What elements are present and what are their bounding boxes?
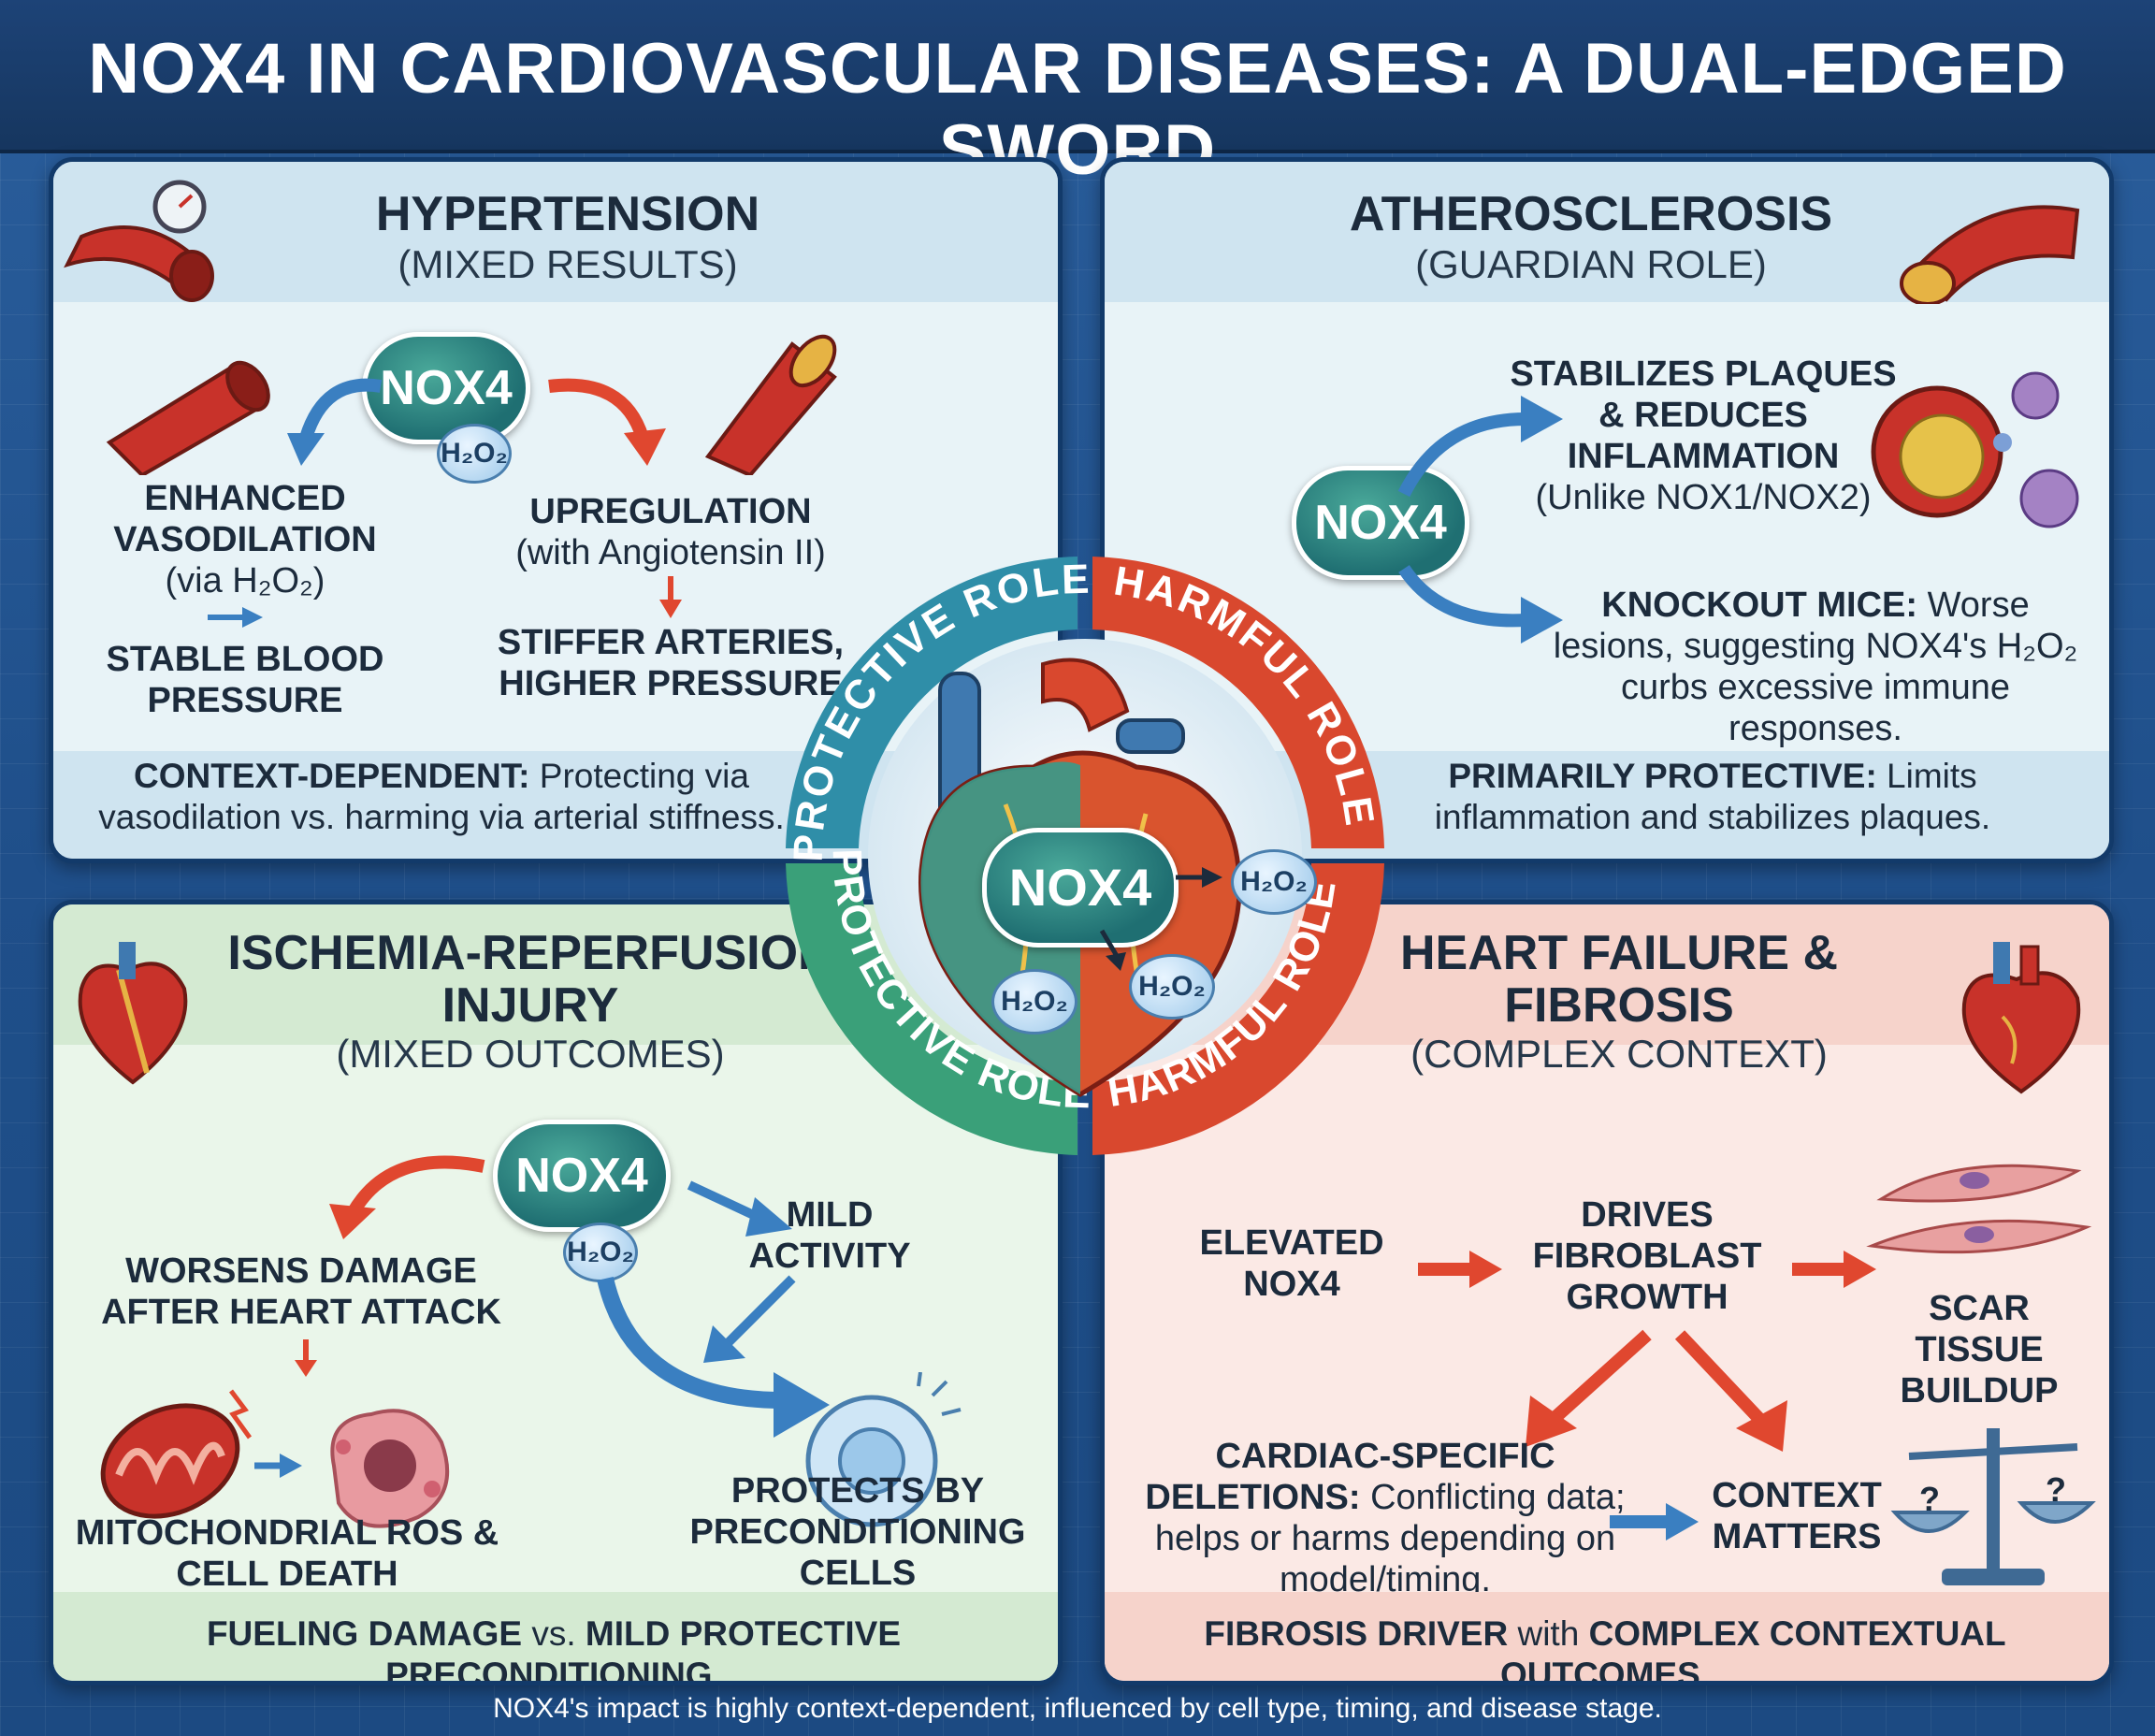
arrow-to-context: [1674, 1330, 1787, 1452]
dying-cell-icon: [330, 1409, 450, 1528]
stiffer-arteries-label: STIFFER ARTERIES, HIGHER PRESSURE: [497, 623, 845, 703]
center-h2o2-bubble: H₂O₂: [1231, 849, 1317, 915]
center-arrow-down: [1099, 929, 1126, 971]
immune-cells-icon: [1871, 371, 2079, 528]
center-nox4-badge: NOX4: [982, 828, 1179, 948]
plaque-artery-icon: [1900, 205, 2080, 304]
mitochondria-icon: [100, 1389, 253, 1519]
angiotensin-note: (with Angiotensin II): [515, 533, 826, 572]
footer-text: FUELING DAMAGE vs. MILD PROTECTIVE PRECO…: [206, 1614, 902, 1685]
panel-title: HYPERTENSION: [375, 187, 760, 241]
footer-text: CONTEXT-DEPENDENT: Protecting via vasodi…: [98, 757, 785, 836]
protective-band-top: [786, 557, 1078, 848]
footer-text: FIBROSIS DRIVER with COMPLEX CONTEXTUAL …: [1204, 1614, 2006, 1685]
arrow-to-mild-activity: [687, 1180, 792, 1237]
small-arrow-down: [659, 576, 682, 618]
arrow-to-knockout: [1398, 564, 1563, 644]
blood-vessel-gauge-icon: [64, 180, 214, 302]
vasodilation-label: ENHANCED VASODILATION: [113, 479, 377, 559]
arrow-to-protects: [597, 1276, 830, 1438]
panel-title: ATHEROSCLEROSIS: [1349, 187, 1833, 241]
context-matters-label: CONTEXT MATTERS: [1712, 1476, 1882, 1556]
arrow-to-vasodilation: [287, 378, 383, 466]
cardiac-deletions-text: CARDIAC-SPECIFIC DELETIONS: Conflicting …: [1145, 1437, 1626, 1599]
nox4-badge: NOX4: [493, 1120, 671, 1232]
arrow-to-worsens: [329, 1155, 485, 1239]
h2o2-bubble: H₂O₂: [437, 424, 512, 484]
center-h2o2-bubble-2: H₂O₂: [1129, 954, 1215, 1020]
upregulation-label: UPREGULATION: [529, 492, 812, 531]
small-arrow-down: [295, 1339, 317, 1377]
title-bar: NOX4 IN CARDIOVASCULAR DISEASES: A DUAL-…: [0, 0, 2155, 190]
center-h2o2-bubble-3: H₂O₂: [991, 969, 1078, 1034]
panel-title: HEART FAILURE & FIBROSIS: [1400, 926, 1838, 1033]
bottom-note: NOX4's impact is highly context-dependen…: [493, 1693, 1662, 1724]
arrow-mild-to-cell: [703, 1275, 796, 1363]
panel-footer: [53, 1592, 1058, 1681]
harmful-band-bottom: [1092, 863, 1384, 1155]
panel-subtitle: (GUARDIAN ROLE): [1415, 242, 1767, 286]
stabilizes-plaques-label: STABILIZES PLAQUES & REDUCES INFLAMMATIO…: [1510, 354, 1897, 476]
panel-subtitle: (MIXED RESULTS): [398, 242, 738, 286]
nox4-badge: NOX4: [1292, 466, 1469, 580]
svg-text:?: ?: [1919, 1480, 1940, 1518]
h2o2-bubble: H₂O₂: [563, 1222, 638, 1282]
arrow-step2-to-step3: [1792, 1251, 1876, 1288]
narrowed-artery-icon: [704, 334, 837, 475]
vasodilation-mechanism: (via H₂O₂): [165, 561, 325, 600]
elevated-nox4-label: ELEVATED NOX4: [1199, 1223, 1384, 1304]
arrow-to-stabilizes: [1397, 396, 1563, 498]
worsens-damage-label: WORSENS DAMAGE AFTER HEART ATTACK: [101, 1251, 501, 1332]
failing-heart-icon: [1961, 942, 2081, 1094]
harmful-band-top: [1092, 557, 1384, 848]
mitochondrial-ros-label: MITOCHONDRIAL ROS & CELL DEATH: [75, 1513, 499, 1594]
panel-footer: [1105, 1592, 2109, 1681]
svg-text:?: ?: [2046, 1470, 2066, 1509]
protected-cell-icon: [805, 1372, 962, 1527]
small-arrow-right: [254, 1454, 302, 1478]
fibroblast-cells-icon: [1866, 1164, 2092, 1254]
mild-activity-label: MILD ACTIVITY: [748, 1195, 911, 1276]
unlike-nox-note: (Unlike NOX1/NOX2): [1535, 478, 1872, 517]
fibroblast-growth-label: DRIVES FIBROBLAST GROWTH: [1532, 1195, 1762, 1317]
scar-tissue-label: SCAR TISSUE BUILDUP: [1900, 1289, 2059, 1410]
arrow-to-upregulation: [548, 378, 666, 466]
center-arrow-right: [1176, 867, 1222, 888]
panel-subtitle: (MIXED OUTCOMES): [336, 1032, 725, 1076]
heart-blockage-icon: [78, 942, 188, 1085]
artery-icon: [106, 360, 270, 475]
small-arrow-right: [208, 607, 263, 628]
protects-preconditioning-label: PROTECTS BY PRECONDITIONING CELLS: [689, 1471, 1026, 1593]
arrow-step1-to-step2: [1418, 1251, 1502, 1288]
panel-subtitle: (COMPLEX CONTEXT): [1410, 1032, 1828, 1076]
page-title: NOX4 IN CARDIOVASCULAR DISEASES: A DUAL-…: [88, 29, 2067, 190]
arrow-to-deletions: [1526, 1329, 1652, 1447]
hypertension-panel: HYPERTENSION (MIXED RESULTS) NOX4 H₂O₂ E…: [49, 157, 1063, 863]
footer-text: PRIMARILY PROTECTIVE: Limits inflammatio…: [1434, 757, 1991, 836]
nox4-badge: NOX4: [362, 332, 530, 444]
panel-title: ISCHEMIA-REPERFUSION INJURY: [227, 926, 833, 1033]
balance-scale-icon: ? ?: [1890, 1428, 2096, 1585]
knockout-text: KNOCKOUT MICE: Worse lesions, suggesting…: [1553, 586, 2078, 748]
arrow-to-context-matters: [1610, 1503, 1699, 1541]
protective-band-bottom: [786, 863, 1078, 1155]
stable-pressure-label: STABLE BLOOD PRESSURE: [106, 640, 384, 720]
panel-header: [53, 162, 1058, 302]
